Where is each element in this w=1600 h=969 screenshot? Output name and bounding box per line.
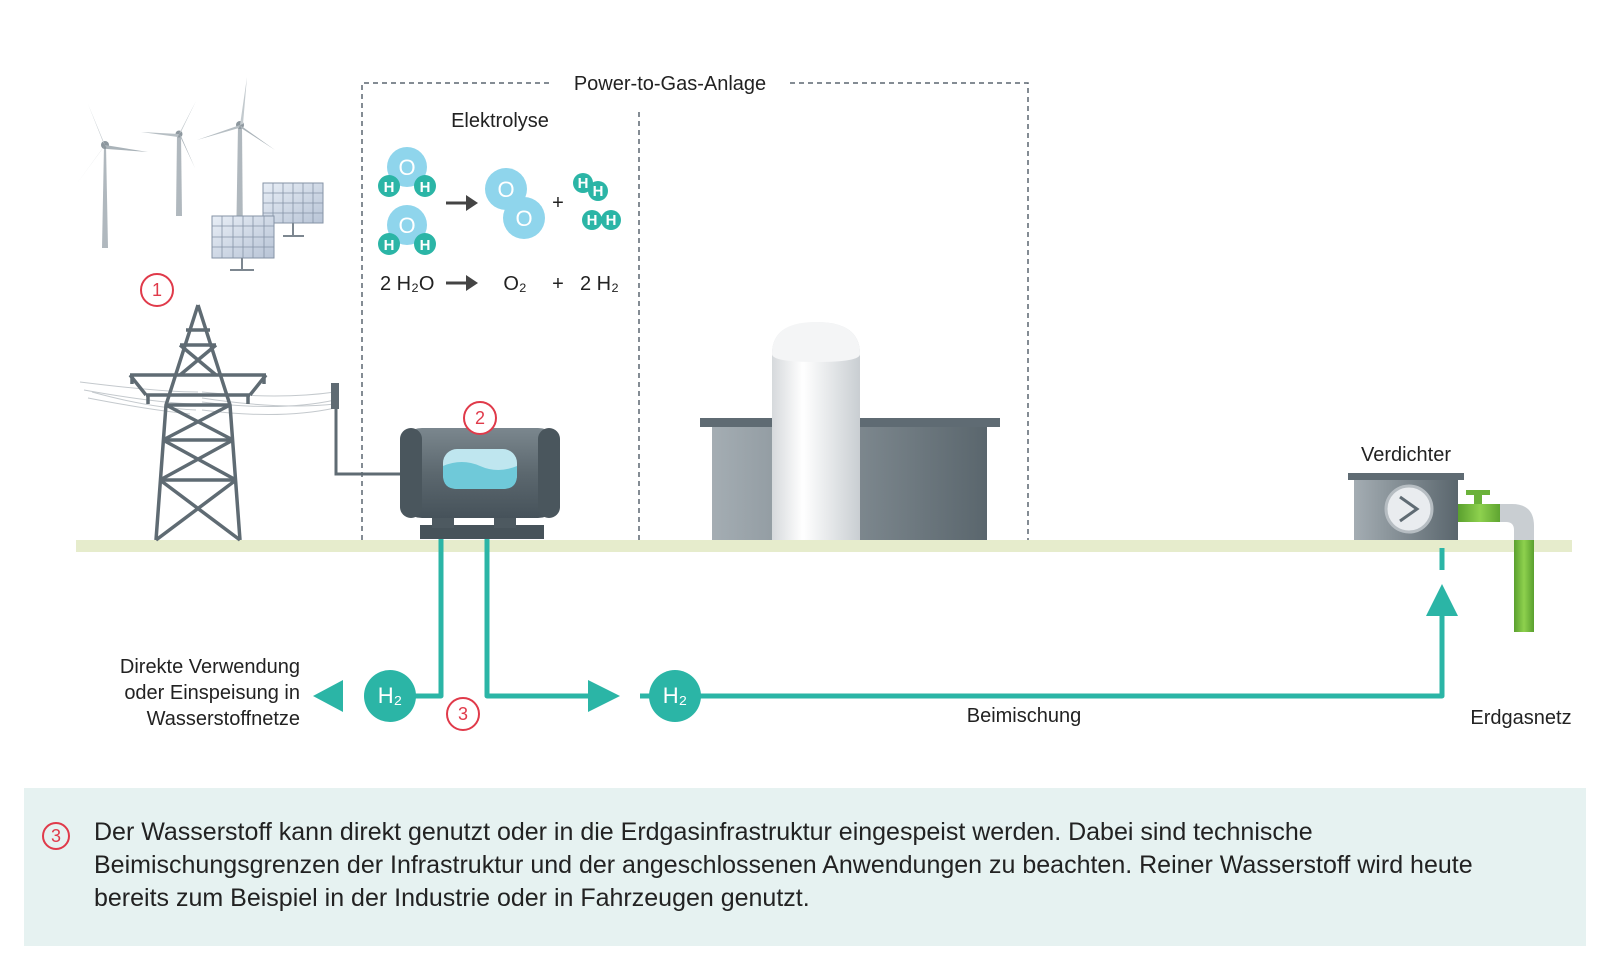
- svg-text:O: O: [398, 155, 415, 180]
- equation-plus: +: [552, 273, 564, 295]
- marker-1: 1: [140, 273, 174, 307]
- arrow-right-icon: [588, 680, 620, 712]
- equation-product-oxygen: O₂: [503, 273, 526, 295]
- power-connection: [331, 383, 400, 476]
- svg-text:H: H: [384, 179, 395, 196]
- svg-text:H: H: [420, 237, 431, 254]
- equation-reactant: 2 H₂O: [380, 273, 434, 295]
- transmission-tower-icon: [128, 304, 268, 542]
- footnote-box: 3 Der Wasserstoff kann direkt genutzt od…: [24, 788, 1586, 946]
- electrolysis-label: Elektrolyse: [451, 110, 549, 132]
- svg-text:O: O: [398, 213, 415, 238]
- footnote-text: Der Wasserstoff kann direkt genutzt oder…: [94, 818, 1473, 912]
- hydrogen-tank-icon: [772, 322, 860, 540]
- arrow-up-icon: [1426, 584, 1458, 616]
- molecule-plus: +: [552, 192, 564, 214]
- footnote-marker: 3: [42, 822, 70, 850]
- equation-product-hydrogen: 2 H₂: [580, 273, 619, 295]
- solar-panel-icon: [211, 215, 275, 271]
- gas-grid-pipe-icon: [1458, 490, 1534, 632]
- hydrogen-molecule-icon: H H: [573, 173, 608, 201]
- svg-text:Wasserstoffnetze: Wasserstoffnetze: [147, 708, 300, 730]
- power-lines: [79, 381, 336, 416]
- ground-line: [76, 540, 1572, 552]
- svg-text:H: H: [420, 179, 431, 196]
- svg-text:2: 2: [475, 408, 485, 428]
- wind-turbine-icon: [141, 101, 196, 216]
- svg-text:H: H: [606, 212, 617, 229]
- compressor-icon: [1348, 473, 1464, 540]
- water-molecule-icon: O H H: [378, 147, 436, 197]
- svg-text:H₂: H₂: [663, 683, 687, 708]
- svg-text:H: H: [593, 183, 604, 200]
- svg-text:O: O: [515, 206, 532, 231]
- hydrogen-flow-lines: [366, 539, 1445, 699]
- direct-use-label: Direkte Verwendung oder Einspeisung in W…: [120, 656, 300, 730]
- arrow-left-icon: [313, 680, 343, 712]
- svg-text:H: H: [384, 237, 395, 254]
- gas-grid-label: Erdgasnetz: [1470, 707, 1571, 729]
- marker-2: 2: [463, 401, 497, 435]
- h2-bubble-icon: H₂: [649, 670, 701, 722]
- marker-3: 3: [446, 697, 480, 731]
- svg-text:1: 1: [152, 280, 162, 300]
- admixture-label: Beimischung: [967, 705, 1082, 727]
- wind-turbine-icon: [78, 104, 148, 248]
- arrow-right-icon: [446, 195, 478, 211]
- plant-label: Power-to-Gas-Anlage: [574, 73, 766, 95]
- svg-text:O: O: [497, 177, 514, 202]
- electrolyzer-icon: [400, 428, 560, 539]
- oxygen-molecule-icon: O O: [485, 168, 545, 239]
- svg-text:H: H: [578, 175, 589, 192]
- hydrogen-molecule-icon: H H: [582, 210, 621, 230]
- svg-text:3: 3: [458, 704, 468, 724]
- svg-text:H₂: H₂: [378, 683, 402, 708]
- svg-text:oder Einspeisung in: oder Einspeisung in: [124, 682, 300, 704]
- arrow-right-icon: [446, 275, 478, 291]
- water-molecule-icon: O H H: [378, 205, 436, 255]
- h2-bubble-icon: H₂: [364, 670, 416, 722]
- compressor-label: Verdichter: [1361, 444, 1451, 466]
- plant-boundary: [361, 82, 1029, 540]
- svg-text:Direkte Verwendung: Direkte Verwendung: [120, 656, 300, 678]
- svg-text:H: H: [587, 212, 598, 229]
